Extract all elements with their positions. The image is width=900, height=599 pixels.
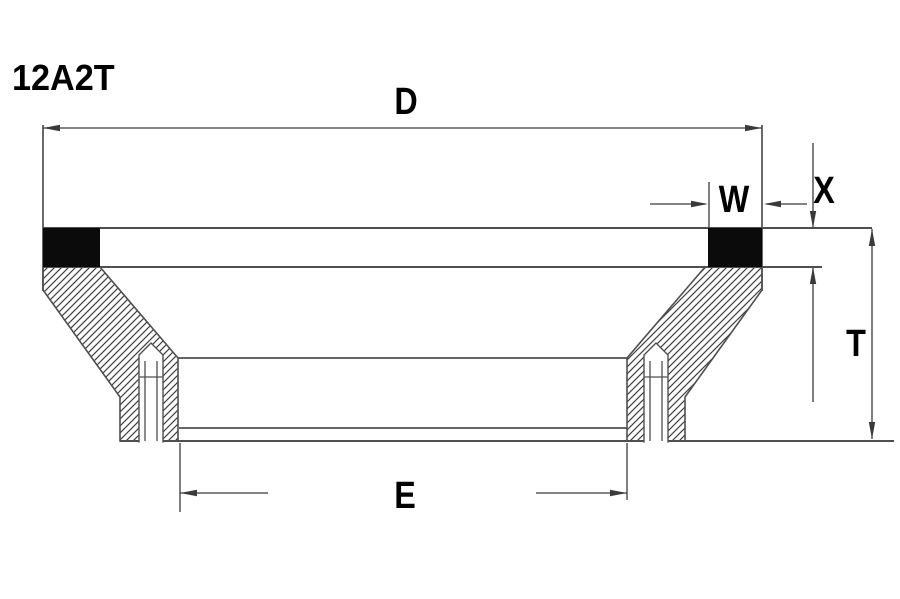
right-screw-hole [643,342,669,443]
left-hole-slot [138,342,164,443]
dim-X-arrow-bottom [809,267,817,284]
dim-D-arrow-left [43,124,60,132]
dimension-X [809,143,817,402]
dim-T-arrow-top [868,229,876,246]
dim-label-W: W [718,179,750,221]
dim-T-arrow-bottom [868,422,876,439]
wheel-outline-lines [42,125,894,442]
dim-label-X: X [813,170,835,212]
dim-label-T: T [846,323,866,365]
left-screw-hole [138,342,164,443]
dim-label-D: D [394,81,418,123]
dim-E-arrow-left [180,489,197,497]
dimension-T [868,229,876,439]
dimension-W [650,182,807,227]
dimension-E [179,443,628,512]
left-abrasive-segment [43,228,100,267]
dim-W-arrow-left [691,200,708,208]
dim-W-arrow-right [764,200,781,208]
dim-label-E: E [394,475,416,517]
dim-E-arrow-right [610,489,627,497]
model-label: 12A2T [12,57,115,98]
dimension-D [43,124,762,132]
abrasive-segments [43,228,762,267]
dim-X-arrow-top [809,211,817,228]
right-hole-slot [643,342,669,443]
dim-D-arrow-right [745,124,762,132]
right-abrasive-segment [708,228,762,267]
